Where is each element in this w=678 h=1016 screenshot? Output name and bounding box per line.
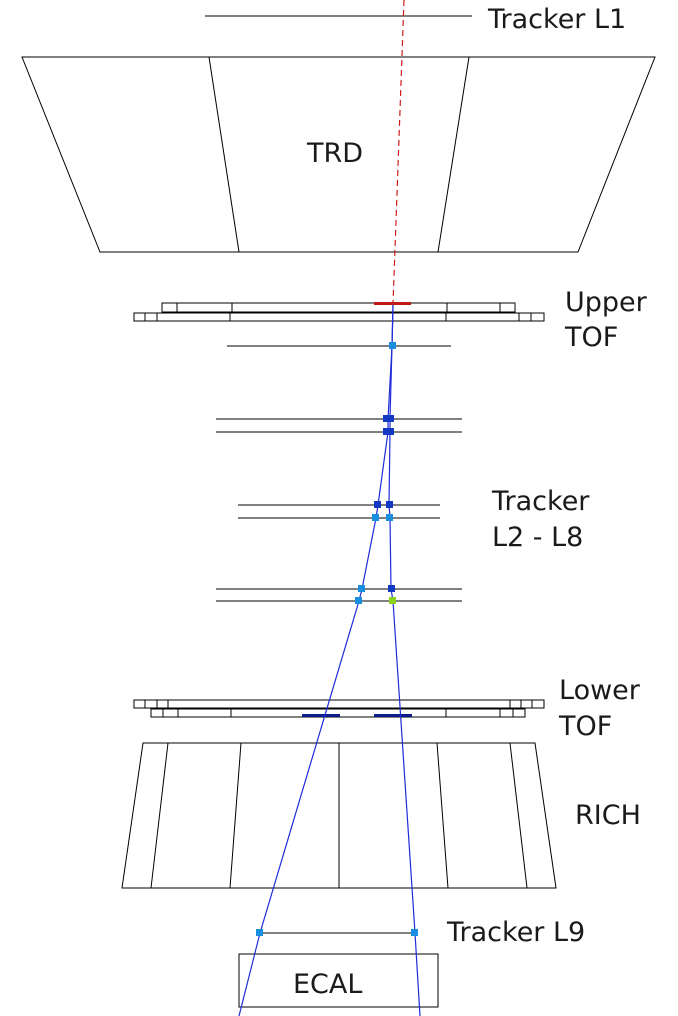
- hit-l9-right: [411, 929, 418, 936]
- ecal-detector: [238, 953, 439, 1008]
- track-right: [388, 304, 421, 1016]
- hit-f: [386, 501, 393, 508]
- lower-tof-hit-left: [302, 714, 340, 717]
- hit-g: [372, 514, 379, 521]
- track-left: [238, 304, 394, 1016]
- ecal-label: ECAL: [293, 969, 362, 1000]
- hit-k: [355, 597, 362, 604]
- tracker-l9-label: Tracker L9: [446, 917, 585, 948]
- hit-a: [383, 415, 390, 422]
- trd-detector: [21, 56, 656, 253]
- lower-tof-label-line1: Lower: [559, 675, 641, 706]
- hit-j: [388, 585, 395, 592]
- tracker-l2-l8-label-line1: Tracker: [491, 486, 590, 517]
- tracker-l2-l8-label-line2: L2 - L8: [492, 522, 583, 553]
- rich-label: RICH: [575, 800, 641, 831]
- hit-l1-inner: [389, 342, 396, 349]
- upper-tof-hit: [374, 302, 411, 305]
- upper-tof-detector: [133, 302, 545, 322]
- hit-i: [358, 585, 365, 592]
- upper-tof-label-line2: TOF: [564, 322, 618, 353]
- hit-e: [374, 501, 381, 508]
- incoming-track-dashed: [392, 0, 405, 305]
- inner-tracker-planes: [216, 345, 462, 602]
- tracker-hits: [256, 342, 418, 936]
- trd-label: TRD: [306, 138, 363, 169]
- lower-tof-hit-right: [374, 714, 412, 717]
- rich-detector: [121, 742, 557, 889]
- hit-l: [389, 597, 396, 604]
- hit-d: [387, 428, 394, 435]
- hit-b: [387, 415, 394, 422]
- lower-tof-label-line2: TOF: [558, 711, 612, 742]
- upper-tof-label-line1: Upper: [565, 287, 648, 318]
- hit-l9-left: [256, 929, 263, 936]
- hit-c: [383, 428, 390, 435]
- tracker-l1-label: Tracker L1: [487, 4, 626, 35]
- hit-h: [386, 514, 393, 521]
